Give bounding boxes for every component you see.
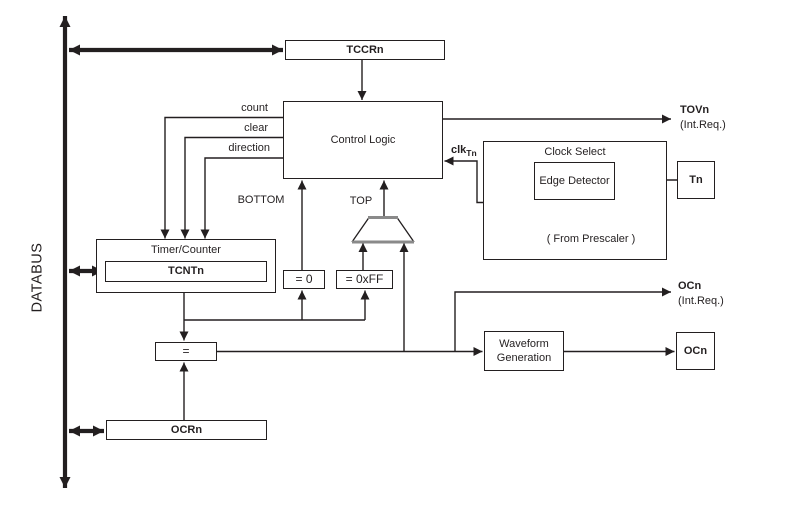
databus-label: DATABUS bbox=[29, 242, 46, 313]
tcntn-label: TCNTn bbox=[167, 265, 205, 277]
oc-interrupt-line bbox=[454, 287, 671, 352]
clock-select-label: Clock Select bbox=[544, 146, 606, 158]
tov-interrupt-label: TOVn (Int.Req.) bbox=[680, 103, 726, 133]
control-logic-box: Control Logic bbox=[283, 101, 443, 179]
top-mux bbox=[351, 216, 415, 244]
control-logic-label: Control Logic bbox=[330, 133, 396, 146]
direction-signal-label: direction bbox=[228, 142, 270, 154]
ocn-pin-label: OCn bbox=[683, 344, 708, 357]
waveform-generation-box: Waveform Generation bbox=[484, 331, 564, 371]
clear-line bbox=[180, 136, 283, 239]
ocrn-register-box: OCRn bbox=[106, 420, 267, 440]
comparator-box: = bbox=[155, 342, 217, 361]
ocn-pin-box: OCn bbox=[676, 332, 715, 370]
oc-interrupt-label: OCn (Int.Req.) bbox=[678, 279, 724, 309]
timer-counter-label: Timer/Counter bbox=[151, 244, 221, 256]
waveform-generation-label: Waveform Generation bbox=[496, 338, 552, 364]
tccrn-label: TCCRn bbox=[346, 43, 384, 56]
from-prescaler-label: ( From Prescaler ) bbox=[546, 233, 636, 245]
bottom-signal-label: BOTTOM bbox=[237, 193, 285, 206]
comparator-label: = bbox=[182, 344, 190, 358]
count-signal-label: count bbox=[241, 101, 268, 114]
equals-ff-label: = 0xFF bbox=[345, 272, 384, 286]
oc-irq-intreq: (Int.Req.) bbox=[678, 295, 724, 307]
top-signal-label: TOP bbox=[349, 194, 373, 207]
tn-pin-box: Tn bbox=[677, 161, 715, 199]
clk-tn-signal-label: clkTn bbox=[451, 144, 477, 158]
tccrn-register-box: TCCRn bbox=[285, 40, 445, 60]
equals-zero-label: = 0 bbox=[295, 272, 313, 286]
equals-zero-box: = 0 bbox=[283, 270, 325, 289]
tcntn-register-box: TCNTn bbox=[105, 261, 267, 282]
edge-detector-label: Edge Detector bbox=[539, 175, 610, 187]
equals-ff-box: = 0xFF bbox=[336, 270, 393, 289]
count-line bbox=[160, 116, 283, 239]
direction-line bbox=[200, 157, 283, 239]
tov-intreq: (Int.Req.) bbox=[680, 119, 726, 131]
edge-detector-box: Edge Detector bbox=[534, 162, 615, 200]
tov-name: TOVn bbox=[680, 104, 710, 116]
clock-select-box: Clock Select bbox=[483, 141, 667, 260]
oc-irq-name: OCn bbox=[678, 280, 702, 292]
ocrn-label: OCRn bbox=[170, 423, 203, 436]
clear-signal-label: clear bbox=[244, 121, 268, 134]
tn-pin-label: Tn bbox=[689, 173, 703, 186]
